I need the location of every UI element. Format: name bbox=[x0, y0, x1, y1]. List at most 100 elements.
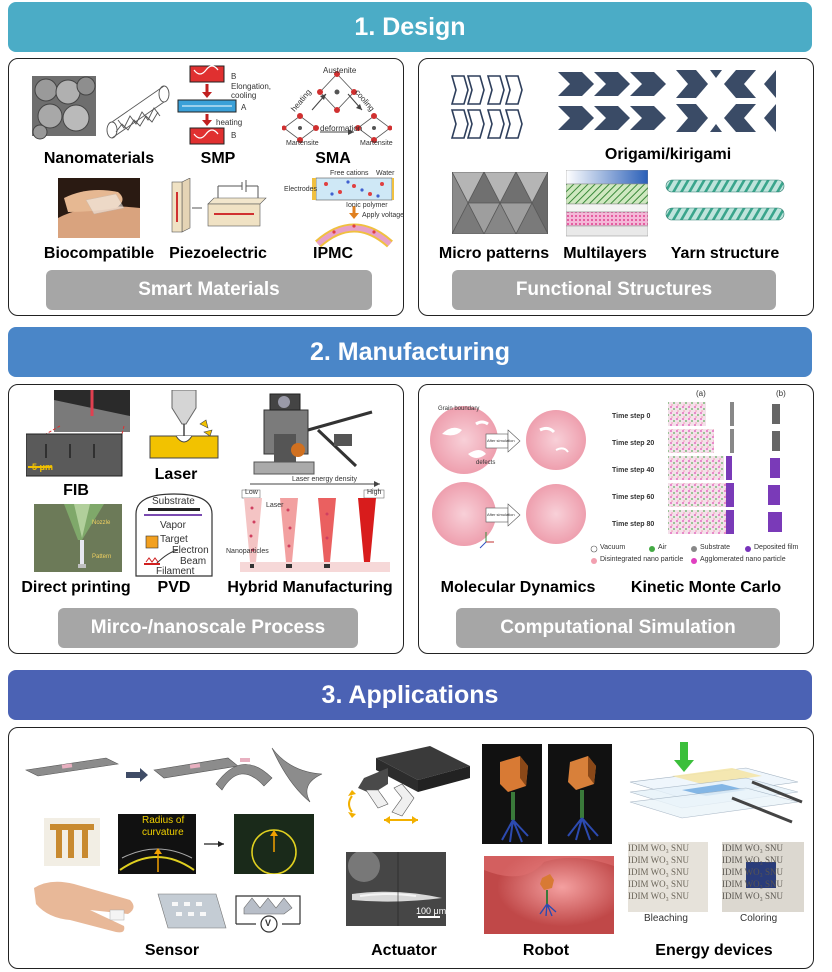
ipmc-free-cations: Free cations bbox=[330, 170, 369, 177]
hybrid-high: High bbox=[367, 489, 382, 496]
hybrid-low: Low bbox=[245, 489, 258, 496]
sma-deformation: deformation bbox=[320, 124, 363, 133]
bleach-row-4: IDIM WO₃ SNU bbox=[628, 879, 689, 889]
legend-vacuum: Vacuum bbox=[600, 544, 626, 551]
piezoelectric-image bbox=[171, 178, 267, 233]
actuator-scale: 100 μm bbox=[416, 906, 447, 916]
label-energy-devices: Energy devices bbox=[655, 942, 773, 959]
kmc-image bbox=[668, 402, 782, 534]
color-row-5: IDIM WO₃ SNU bbox=[722, 891, 783, 901]
sensor-radius-1: Radius of bbox=[142, 815, 185, 826]
legend-dot-substrate bbox=[691, 546, 697, 552]
sensor-curvature-image bbox=[118, 814, 314, 874]
label-actuator: Actuator bbox=[371, 942, 437, 959]
md-arrow2: After simulation bbox=[487, 512, 515, 517]
md-image bbox=[430, 406, 586, 549]
label-ipmc: IPMC bbox=[313, 245, 353, 262]
hybrid-laser: Laser bbox=[266, 502, 284, 509]
applications-title: 3. Applications bbox=[321, 681, 499, 709]
smart-materials-pill-text: Smart Materials bbox=[138, 279, 280, 300]
smp-a: A bbox=[241, 103, 247, 112]
kmc-timestep-80: Time step 80 bbox=[612, 521, 655, 528]
robot-image-2 bbox=[548, 744, 612, 844]
hybrid-machine-image bbox=[253, 393, 373, 475]
ipmc-ionic: Ionic polymer bbox=[346, 202, 388, 209]
sma-martensite-1: Martensite bbox=[286, 140, 319, 147]
sensor-v: V bbox=[265, 918, 272, 928]
sensor-electrode-image bbox=[44, 818, 100, 866]
energy-bleaching-sample: IDIM WO₃ SNU IDIM WO₃ SNU IDIM WO₃ SNU I… bbox=[628, 842, 708, 912]
actuator-gripper-image bbox=[348, 746, 470, 824]
sensor-bending-image bbox=[25, 747, 323, 803]
sensor-hand-image bbox=[34, 881, 301, 933]
coloring-blue-patch bbox=[746, 862, 776, 888]
energy-layers-image bbox=[629, 742, 803, 824]
smp-cooling: cooling bbox=[231, 91, 257, 100]
kmc-timestep-40: Time step 40 bbox=[612, 467, 655, 474]
fib-image bbox=[26, 390, 130, 477]
label-fib: FIB bbox=[63, 482, 89, 499]
fib-scale: 5 μm bbox=[32, 462, 54, 472]
label-md: Molecular Dynamics bbox=[440, 579, 596, 596]
pvd-substrate: Substrate bbox=[152, 496, 195, 507]
manufacturing-title: 2. Manufacturing bbox=[309, 338, 510, 366]
energy-bleaching-label: Bleaching bbox=[644, 913, 688, 924]
kirigami-x-image bbox=[676, 70, 776, 132]
ipmc-water: Water bbox=[376, 170, 395, 177]
bleach-row-1: IDIM WO₃ SNU bbox=[628, 843, 689, 853]
smp-image bbox=[177, 65, 237, 145]
micro-patterns-image bbox=[452, 172, 548, 234]
label-laser: Laser bbox=[154, 466, 198, 483]
label-hybrid: Hybrid Manufacturing bbox=[227, 579, 393, 596]
origami-chevron-image bbox=[558, 72, 666, 130]
energy-coloring-sample: IDIM WO₃ SNU IDIM WO₃ SNU IDIM WO₃ SNU I… bbox=[722, 842, 804, 912]
kmc-col-b: (b) bbox=[776, 389, 786, 398]
label-yarn: Yarn structure bbox=[670, 245, 780, 262]
simulation-pill: Computational Simulation bbox=[456, 608, 780, 648]
smp-elongation: Elongation, bbox=[231, 82, 272, 91]
yarn-structure-image bbox=[665, 179, 785, 221]
label-nanomaterials: Nanomaterials bbox=[43, 150, 155, 167]
hybrid-nano: Nanoparticles bbox=[226, 548, 269, 555]
robot-image-1 bbox=[482, 744, 542, 844]
ipmc-apply: Apply voltage bbox=[362, 212, 405, 219]
design-banner: 1. Design bbox=[8, 2, 812, 52]
process-pill-text: Mirco-/nanoscale Process bbox=[90, 617, 326, 638]
energy-coloring-label: Coloring bbox=[740, 913, 778, 924]
ipmc-image bbox=[312, 177, 394, 248]
label-multilayers: Multilayers bbox=[563, 245, 647, 262]
simulation-pill-text: Computational Simulation bbox=[500, 617, 736, 638]
label-origami: Origami/kirigami bbox=[604, 146, 732, 163]
dp-nozzle: Nozzle bbox=[92, 520, 111, 526]
pvd-target: Target bbox=[160, 534, 188, 545]
smp-b2: B bbox=[231, 131, 237, 140]
sma-austenite: Austenite bbox=[323, 66, 357, 75]
label-kmc: Kinetic Monte Carlo bbox=[630, 579, 782, 596]
md-grain: Grain boundary bbox=[438, 406, 480, 412]
manufacturing-banner: 2. Manufacturing bbox=[8, 327, 812, 377]
color-row-2: IDIM WO₃ SNU bbox=[722, 855, 783, 865]
pvd-filament: Filament bbox=[156, 566, 195, 577]
label-direct-printing: Direct printing bbox=[21, 579, 131, 596]
kmc-col-a: (a) bbox=[696, 389, 706, 398]
robot-image-3 bbox=[484, 856, 614, 934]
kmc-timestep-60: Time step 60 bbox=[612, 494, 655, 501]
pvd-image bbox=[135, 493, 213, 577]
direct-printing-image bbox=[34, 504, 122, 572]
applications-banner: 3. Applications bbox=[8, 670, 812, 720]
bleach-row-5: IDIM WO₃ SNU bbox=[628, 891, 689, 901]
label-micro-patterns: Micro patterns bbox=[438, 245, 550, 262]
smart-materials-pill: Smart Materials bbox=[46, 270, 372, 310]
label-robot: Robot bbox=[522, 942, 570, 959]
legend-agglomerated: Agglomerated nano particle bbox=[700, 556, 786, 563]
md-arrow1: After simulation bbox=[487, 438, 515, 443]
legend-dot-agglomerated bbox=[691, 558, 697, 564]
design-title: 1. Design bbox=[354, 13, 466, 41]
sma-martensite-2: Martensite bbox=[360, 140, 393, 147]
smp-b1: B bbox=[231, 72, 237, 81]
functional-structures-pill: Functional Structures bbox=[452, 270, 776, 310]
label-piezoelectric: Piezoelectric bbox=[169, 245, 267, 262]
pvd-beam: Beam bbox=[180, 556, 207, 567]
hybrid-beams-image bbox=[240, 481, 390, 572]
smp-heating: heating bbox=[216, 118, 243, 127]
